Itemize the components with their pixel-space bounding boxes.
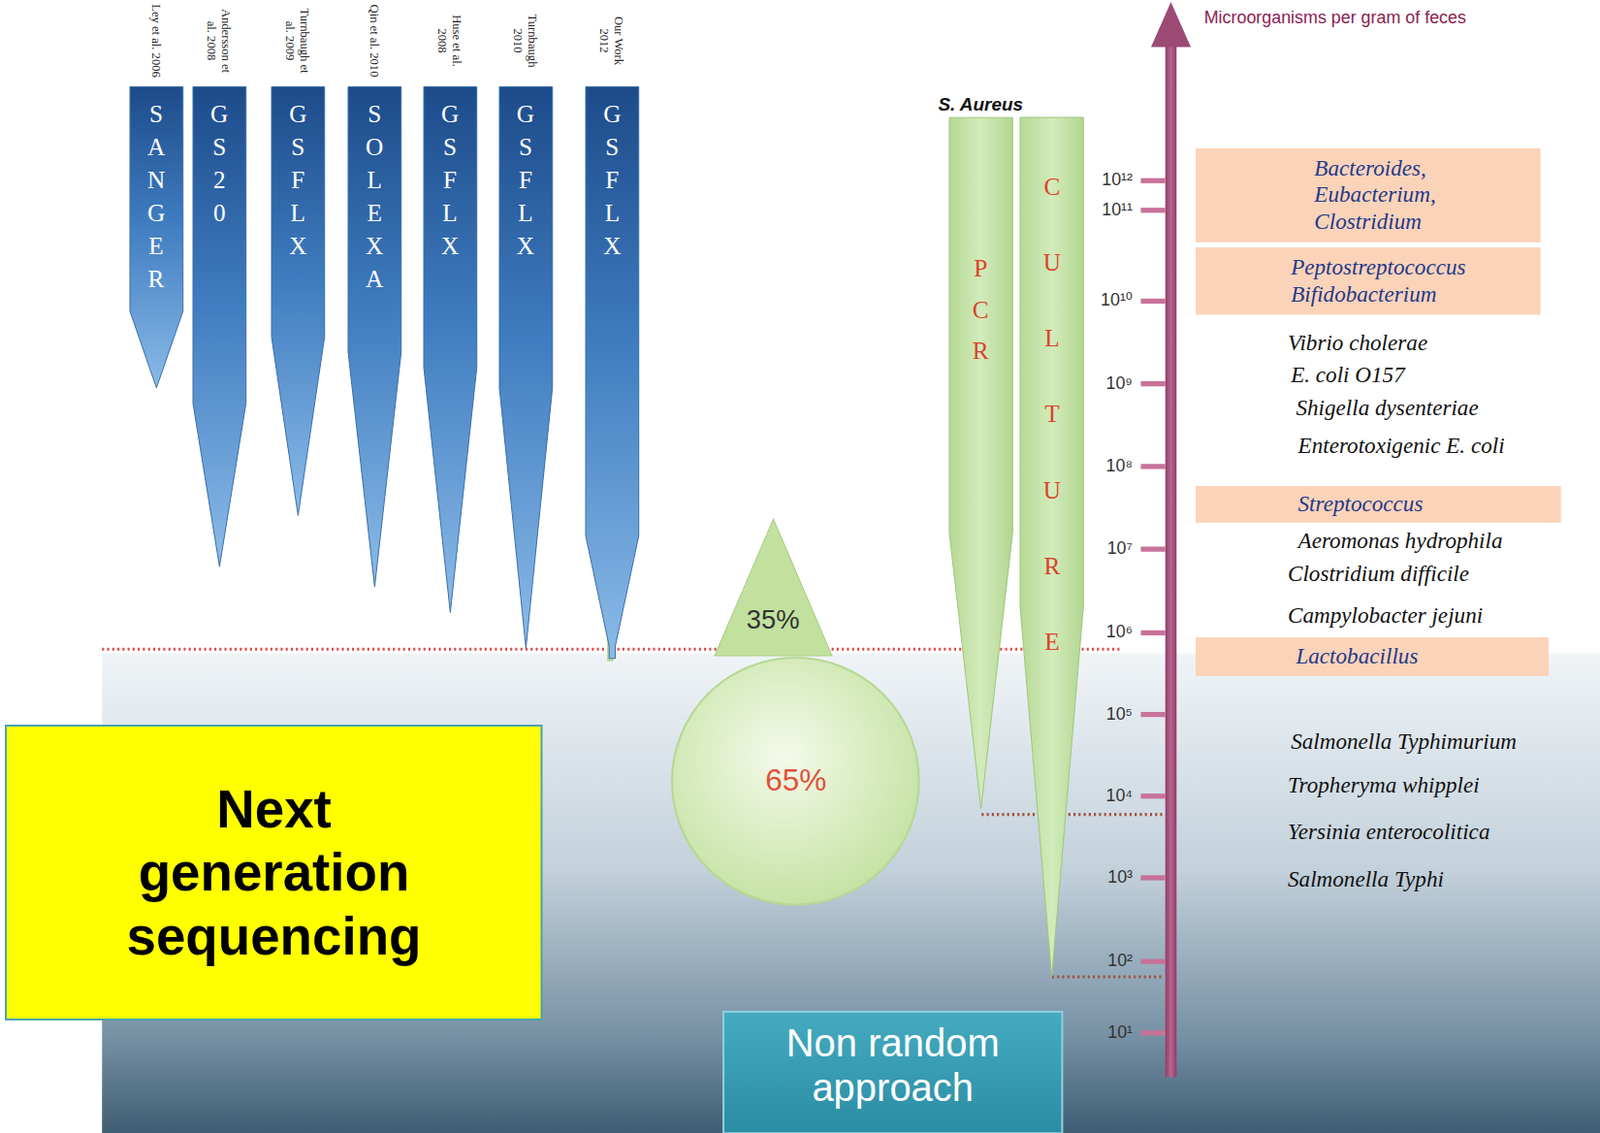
fraction-triangle: 35% xyxy=(714,518,832,656)
sequencing-arrow: Turnbaugh et al. 2009 GS FLX xyxy=(271,0,325,515)
author-label: Andersson et al. 2008 xyxy=(205,2,234,79)
axis-title: Microorganisms per gram of feces xyxy=(1204,7,1467,29)
method-name: GS FLX xyxy=(602,96,622,262)
arrow-body xyxy=(949,117,1013,808)
author-label: Qin et al. 2010 xyxy=(367,2,383,79)
box-body xyxy=(5,725,542,1020)
author-label: Our Work 2012 xyxy=(598,2,627,79)
band-body xyxy=(1195,485,1562,523)
scale-value: 10⁸ xyxy=(1071,455,1133,477)
scale-axis xyxy=(1165,40,1178,1077)
culture-limit-line xyxy=(1052,974,1164,978)
organism-label: Aeromonas hydrophila xyxy=(1298,527,1504,555)
sequencing-arrow-outline xyxy=(585,0,640,659)
organism-label: E. coli O157 xyxy=(1290,361,1406,389)
percent-label: 65% xyxy=(671,762,921,800)
band-body xyxy=(1195,637,1549,676)
author-label: Turnbaugh 2010 xyxy=(511,2,540,79)
organism-label: Shigella dysenteriae xyxy=(1295,394,1478,422)
title-text: Next generation sequencing xyxy=(80,776,469,968)
scale-value: 10⁴ xyxy=(1071,785,1133,806)
author-label: Turnbaugh et al. 2009 xyxy=(284,2,313,79)
scale-value: 10¹¹ xyxy=(1071,199,1133,221)
arrow-body xyxy=(348,86,402,587)
genus-band: Lactobacillus xyxy=(1195,637,1549,676)
pcr-limit-line xyxy=(981,812,1163,816)
sequencing-arrow-outline xyxy=(499,0,553,648)
sequencing-arrow-outline xyxy=(348,0,402,587)
pcr-arrow: S. AureusPCR xyxy=(949,94,1013,809)
arrow-body xyxy=(271,86,325,515)
method-name: PCR xyxy=(970,247,991,373)
band-body xyxy=(1195,247,1541,315)
sequencing-arrow: Turnbaugh 2010 GS FLX xyxy=(499,0,553,648)
approach-box: Non random approach xyxy=(722,1010,1063,1133)
scale-value: 10³ xyxy=(1071,866,1133,888)
organism-label: Salmonella Typhimurium xyxy=(1290,728,1517,756)
arrow-body xyxy=(585,86,640,658)
pcr-arrow-outline xyxy=(949,94,1013,809)
culture-arrow-outline xyxy=(1020,117,1084,977)
organism-label: Salmonella Typhi xyxy=(1287,865,1444,894)
sequencing-arrow: Our Work 2012 GS FLX xyxy=(585,0,640,659)
approach-text: Non random approach xyxy=(733,1021,1054,1111)
band-body xyxy=(1195,148,1541,243)
scale-value: 10¹⁰ xyxy=(1071,290,1133,312)
organism-label: S. Aureus xyxy=(937,94,1024,117)
sequencing-arrow: Huse et al. 2008 GS FLX xyxy=(423,0,478,612)
triangle-body xyxy=(714,518,832,656)
scale-axis-head xyxy=(1151,1,1191,47)
organism-label: Campylobacter jejuni xyxy=(1287,602,1483,630)
scale-value: 10⁶ xyxy=(1071,622,1133,643)
genus-label: Bacteroides, Eubacterium, Clostridium xyxy=(1313,155,1508,235)
author-label: Huse et al. 2008 xyxy=(436,2,465,79)
sequencing-arrow: Andersson et al. 2008 GS 20 xyxy=(192,0,247,567)
method-name: GS FLX xyxy=(515,96,536,262)
organism-label: Enterotoxigenic E. coli xyxy=(1298,432,1505,460)
culture-arrow: CULTURE xyxy=(1020,117,1084,977)
scale-value: 10⁵ xyxy=(1071,704,1133,725)
sequencing-arrow: Ley et al. 2006SANGER xyxy=(129,0,184,388)
scale-value: 10¹² xyxy=(1071,170,1133,192)
method-name: SOLEXA xyxy=(364,96,384,295)
title-box: Next generation sequencing xyxy=(4,724,544,1021)
organism-label: Tropheryma whipplei xyxy=(1287,771,1480,800)
genus-band: Peptostreptococcus Bifidobacterium xyxy=(1195,247,1541,315)
scale-value: 10¹ xyxy=(1071,1022,1133,1043)
arrow-body xyxy=(129,86,184,387)
method-name: GS 20 xyxy=(209,96,229,229)
genus-label: Streptococcus xyxy=(1298,490,1544,517)
fraction-triangle-outline xyxy=(714,518,832,656)
sequencing-arrow-outline xyxy=(192,0,247,567)
method-name: GS FLX xyxy=(288,96,308,262)
percent-label: 35% xyxy=(714,604,832,637)
method-name: CULTURE xyxy=(1042,148,1062,680)
method-name: GS FLX xyxy=(440,96,460,262)
sequencing-arrow: Qin et al. 2010SOLEXA xyxy=(348,0,402,587)
genus-label: Lactobacillus xyxy=(1295,642,1541,670)
scale-ticks xyxy=(1140,180,1165,1033)
genus-band: Streptococcus xyxy=(1195,485,1562,523)
arrow-body xyxy=(423,86,478,612)
box-body xyxy=(723,1011,1062,1133)
method-name: SANGER xyxy=(146,96,166,295)
organism-label: Vibrio cholerae xyxy=(1287,329,1428,357)
fraction-circle: 65% xyxy=(671,656,921,906)
arrow-body xyxy=(192,86,247,567)
sequencing-arrow-outline xyxy=(423,0,478,612)
genus-band: Bacteroides, Eubacterium, Clostridium xyxy=(1195,148,1541,243)
organism-label: Yersinia enterocolitica xyxy=(1287,818,1490,846)
author-label: Ley et al. 2006 xyxy=(149,2,164,79)
genus-label: Peptostreptococcus Bifidobacterium xyxy=(1290,254,1510,308)
scale-value: 10⁹ xyxy=(1071,373,1133,394)
scale-value: 10² xyxy=(1071,951,1133,972)
arrow-body xyxy=(499,86,553,648)
organism-label: Clostridium difficile xyxy=(1287,561,1470,589)
arrow-body xyxy=(1020,117,1084,977)
scale-value: 10⁷ xyxy=(1071,538,1133,559)
